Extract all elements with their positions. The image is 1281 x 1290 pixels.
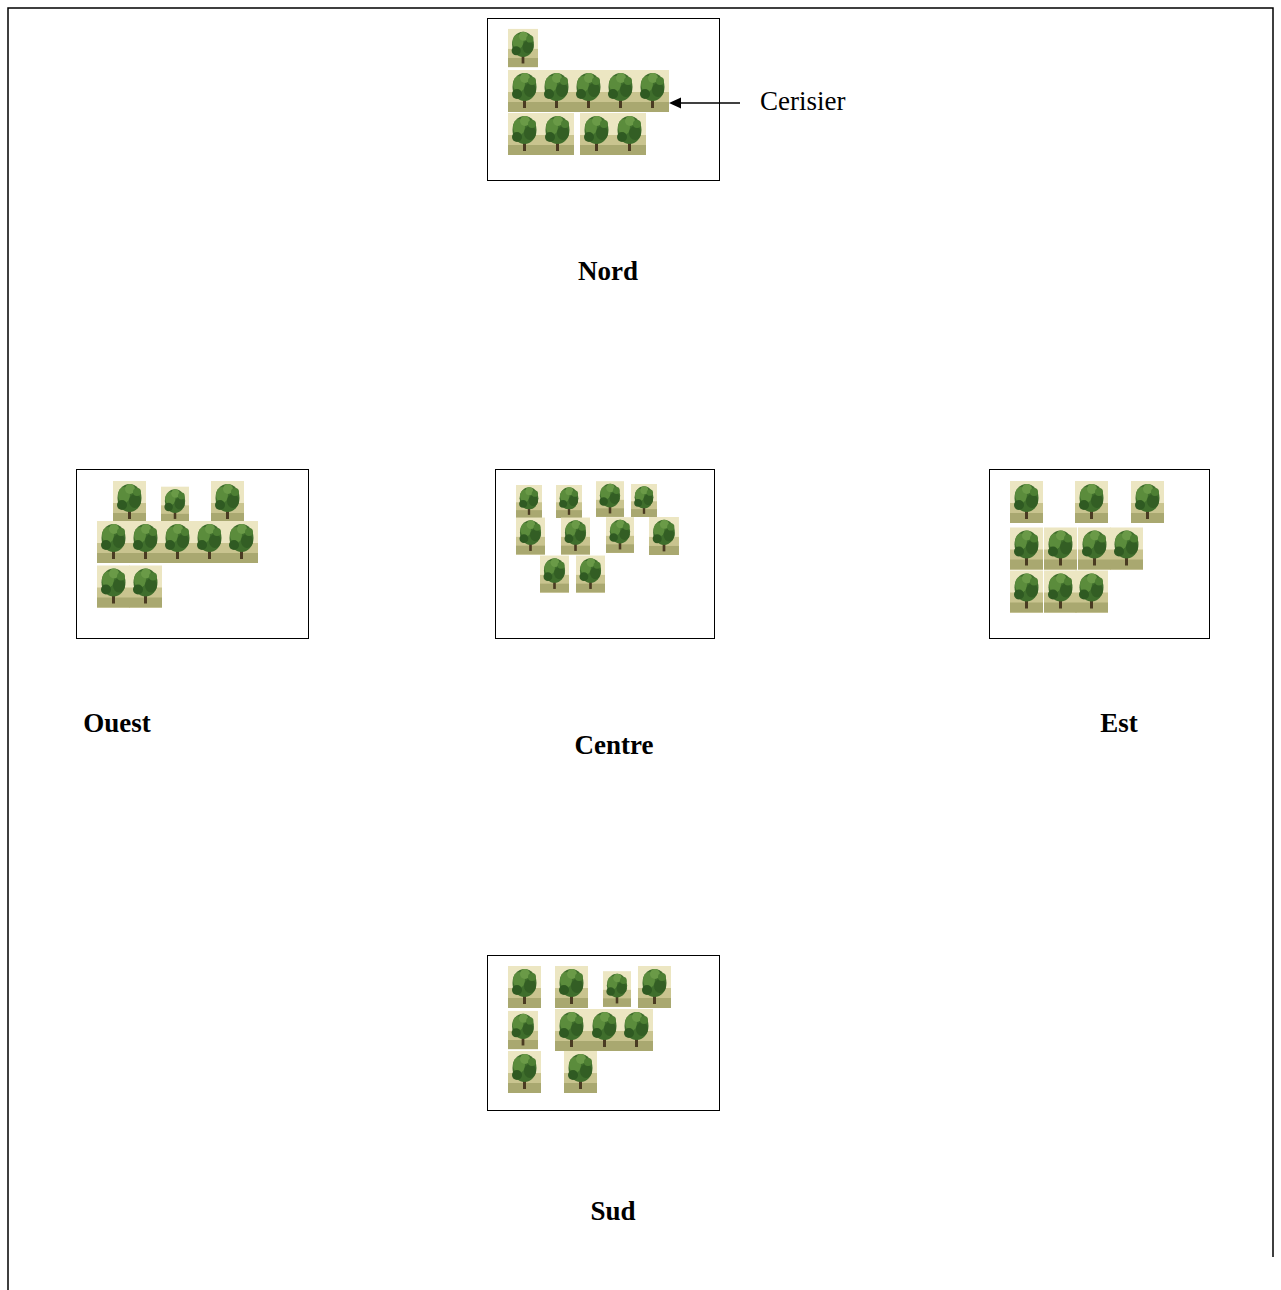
cherry-tree bbox=[508, 1051, 541, 1093]
tree-group bbox=[97, 481, 258, 608]
cherry-tree bbox=[97, 566, 130, 608]
tree-group bbox=[508, 966, 671, 1093]
cherry-tree bbox=[508, 966, 541, 1008]
cherry-tree bbox=[604, 70, 637, 112]
plot-name: Centre bbox=[575, 730, 654, 761]
cherry-tree bbox=[580, 113, 613, 155]
arrowhead bbox=[669, 98, 681, 109]
cherry-tree bbox=[516, 485, 542, 518]
plot-name: Sud bbox=[590, 1196, 635, 1227]
cherry-tree bbox=[606, 517, 634, 553]
cherry-tree bbox=[561, 518, 590, 555]
cherry-tree bbox=[516, 518, 545, 555]
cherry-tree bbox=[541, 113, 574, 155]
cherry-tree bbox=[1044, 571, 1077, 613]
cherry-tree bbox=[555, 966, 588, 1008]
page-frame bbox=[8, 8, 1273, 1290]
cherry-tree bbox=[1010, 481, 1043, 523]
cherry-tree bbox=[1075, 571, 1108, 613]
cherry-tree bbox=[129, 521, 162, 563]
orchard-plot-box: Ouest bbox=[76, 469, 309, 639]
cherry-tree bbox=[211, 481, 244, 523]
cherry-tree bbox=[508, 113, 541, 155]
cherry-tree bbox=[161, 521, 194, 563]
cherry-tree bbox=[161, 487, 189, 523]
cherry-tree bbox=[603, 971, 631, 1007]
cherry-tree bbox=[113, 481, 146, 523]
cherry-tree bbox=[1075, 481, 1108, 523]
cherry-tree bbox=[540, 70, 573, 112]
cherry-tree bbox=[588, 1009, 621, 1051]
cherry-tree bbox=[1131, 481, 1164, 523]
cherry-tree bbox=[555, 1009, 588, 1051]
callout-label: Cerisier bbox=[760, 86, 845, 117]
cherry-tree bbox=[225, 521, 258, 563]
plot-name: Nord bbox=[578, 256, 638, 287]
cherry-tree bbox=[649, 517, 679, 555]
cherry-tree bbox=[596, 481, 624, 517]
cherry-tree bbox=[1110, 528, 1143, 570]
cherry-tree bbox=[564, 1051, 597, 1093]
cherry-tree bbox=[97, 521, 130, 563]
cherry-tree bbox=[508, 70, 541, 112]
cherry-tree bbox=[1010, 571, 1043, 613]
tree-group bbox=[516, 481, 679, 592]
orchard-plot-box: Est bbox=[989, 469, 1210, 639]
cherry-tree bbox=[631, 484, 657, 517]
orchard-plot-box: Nord bbox=[487, 18, 720, 181]
tree-group bbox=[1010, 481, 1164, 613]
cherry-tree bbox=[540, 556, 569, 593]
leader-line bbox=[678, 102, 740, 104]
cherry-tree bbox=[556, 485, 582, 518]
orchard-plot-box: Sud bbox=[487, 955, 720, 1111]
cherry-tree bbox=[1010, 528, 1043, 570]
cherry-tree bbox=[613, 113, 646, 155]
cherry-tree bbox=[508, 1011, 538, 1049]
orchard-plot-box: Centre bbox=[495, 469, 715, 639]
cherry-tree bbox=[636, 70, 669, 112]
cherry-tree bbox=[129, 566, 162, 608]
cherry-tree bbox=[572, 70, 605, 112]
cherry-tree bbox=[576, 556, 605, 593]
cherry-tree bbox=[1078, 528, 1111, 570]
cherry-tree bbox=[638, 966, 671, 1008]
cherry-tree bbox=[1044, 528, 1077, 570]
tree-group bbox=[508, 29, 669, 155]
cherry-tree bbox=[193, 521, 226, 563]
plot-name: Est bbox=[1100, 708, 1138, 739]
plot-name: Ouest bbox=[83, 708, 151, 739]
cherry-tree bbox=[508, 29, 538, 67]
cherry-tree bbox=[620, 1009, 653, 1051]
